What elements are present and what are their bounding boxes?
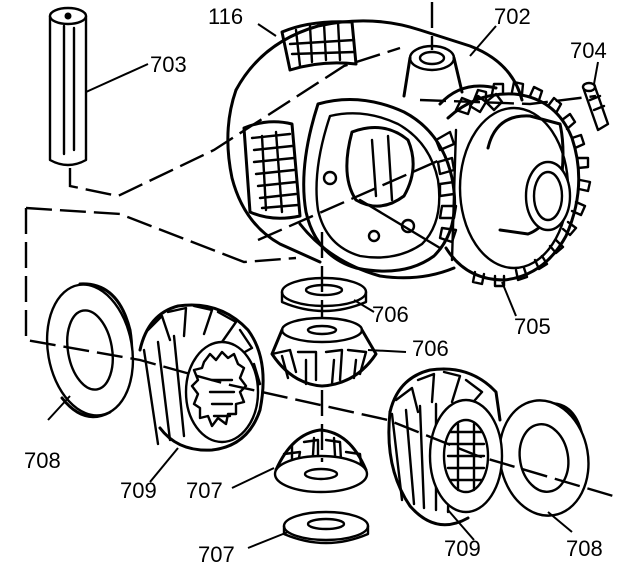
lock-screw-704 [581,81,610,132]
callout-707-lower: 707 [186,478,223,503]
pinion-gear-707-upper [270,316,378,388]
thrust-washer-708-right [498,399,590,517]
side-gear-709-left [138,303,265,452]
callout-116: 116 [208,4,243,29]
differential-case-116 [226,19,524,280]
callout-709-left: 709 [120,478,157,503]
callout-706-upper: 706 [372,302,409,327]
pinion-gear-707-lower [273,428,369,494]
callout-703: 703 [150,52,187,77]
alignment-lines [24,2,621,500]
callout-705: 705 [514,314,551,339]
leader-lines [47,23,599,549]
thrust-washer-706-upper [280,276,368,313]
callout-709-right: 709 [444,536,481,561]
callout-labels: 116 702 703 704 705 706 706 707 707 708 … [24,4,607,567]
pinion-shaft-703 [48,6,88,167]
callout-706-lower: 707 [198,542,235,567]
callout-704: 704 [570,38,607,63]
thrust-washer-708-left [45,282,135,419]
callout-702: 702 [494,4,531,29]
callout-708-right: 708 [566,536,603,561]
thrust-washer-706-lower [282,510,370,545]
side-gear-709-right [387,367,504,527]
callout-708-left: 708 [24,448,61,473]
callout-707-upper: 706 [412,336,449,361]
ring-gear-705 [434,80,592,288]
